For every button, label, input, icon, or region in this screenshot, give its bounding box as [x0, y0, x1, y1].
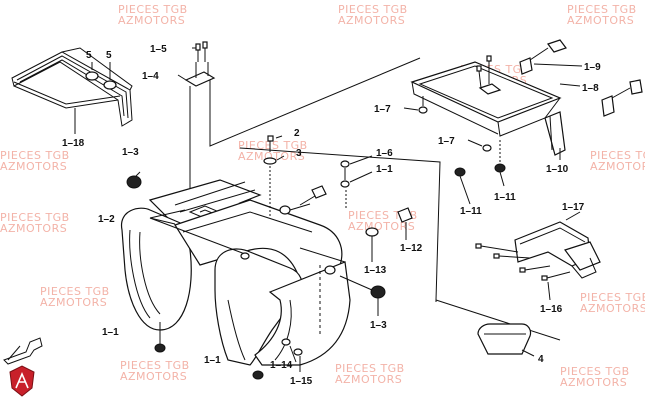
callout: 1–5 [150, 44, 167, 55]
callout: 1–9 [584, 62, 601, 73]
callout: 1–12 [400, 243, 423, 254]
callout: 1–15 [290, 376, 313, 387]
mount-bracket-part [184, 62, 216, 87]
callout: 1–1 [204, 355, 221, 366]
grommet-11-part [454, 163, 506, 205]
nut-7-part [418, 96, 492, 152]
plug-13-part [365, 227, 379, 262]
clip-12-part [397, 207, 413, 223]
rubber-grommet-part [126, 175, 142, 189]
callout: 1–8 [582, 83, 599, 94]
callout: 2 [294, 128, 300, 139]
callout: 5 [86, 50, 92, 61]
callout: 1–10 [546, 164, 569, 175]
main-frame-part [121, 179, 351, 380]
grommet-part [85, 62, 117, 90]
callout: 4 [538, 354, 544, 365]
rear-bracket-part [514, 221, 601, 279]
clip-part [311, 185, 327, 199]
callout: 1–7 [374, 104, 391, 115]
callout: 5 [106, 50, 112, 61]
az-shield-logo [3, 337, 43, 397]
bolt-16-part [475, 243, 571, 301]
clip-9-part [519, 39, 567, 75]
rubber-grommet-lower-part [339, 275, 386, 316]
nut-part [340, 160, 350, 188]
callout: 1–1 [376, 164, 393, 175]
callout: 1–1 [102, 327, 119, 338]
callout: 1–3 [122, 147, 139, 158]
callout: 1–13 [364, 265, 387, 276]
callout: 1–4 [142, 71, 159, 82]
callout: 1–6 [376, 148, 393, 159]
callout: 1–14 [270, 360, 293, 371]
callout: 1–16 [540, 304, 563, 315]
rack-tube-part [11, 47, 133, 127]
washer-part [263, 157, 277, 165]
callout: 1–3 [370, 320, 387, 331]
callout-labels: 5 5 1–18 1–5 1–4 1–3 1–2 1–1 1–1 2 3 1–6… [62, 44, 601, 387]
washer-14-part [281, 338, 303, 356]
callout: 1–17 [562, 202, 585, 213]
callout: 1–11 [460, 206, 482, 217]
reflector-part [477, 323, 532, 355]
bolt-part [192, 41, 208, 62]
callout: 1–11 [494, 192, 516, 203]
callout: 1–2 [98, 214, 115, 225]
tray-bolt-part [476, 55, 492, 89]
callout: 3 [296, 148, 302, 159]
plug-part [279, 203, 311, 215]
clip-8-part [601, 79, 643, 117]
callout: 1–18 [62, 138, 85, 149]
callout: 1–7 [438, 136, 455, 147]
tray-part [410, 61, 566, 156]
